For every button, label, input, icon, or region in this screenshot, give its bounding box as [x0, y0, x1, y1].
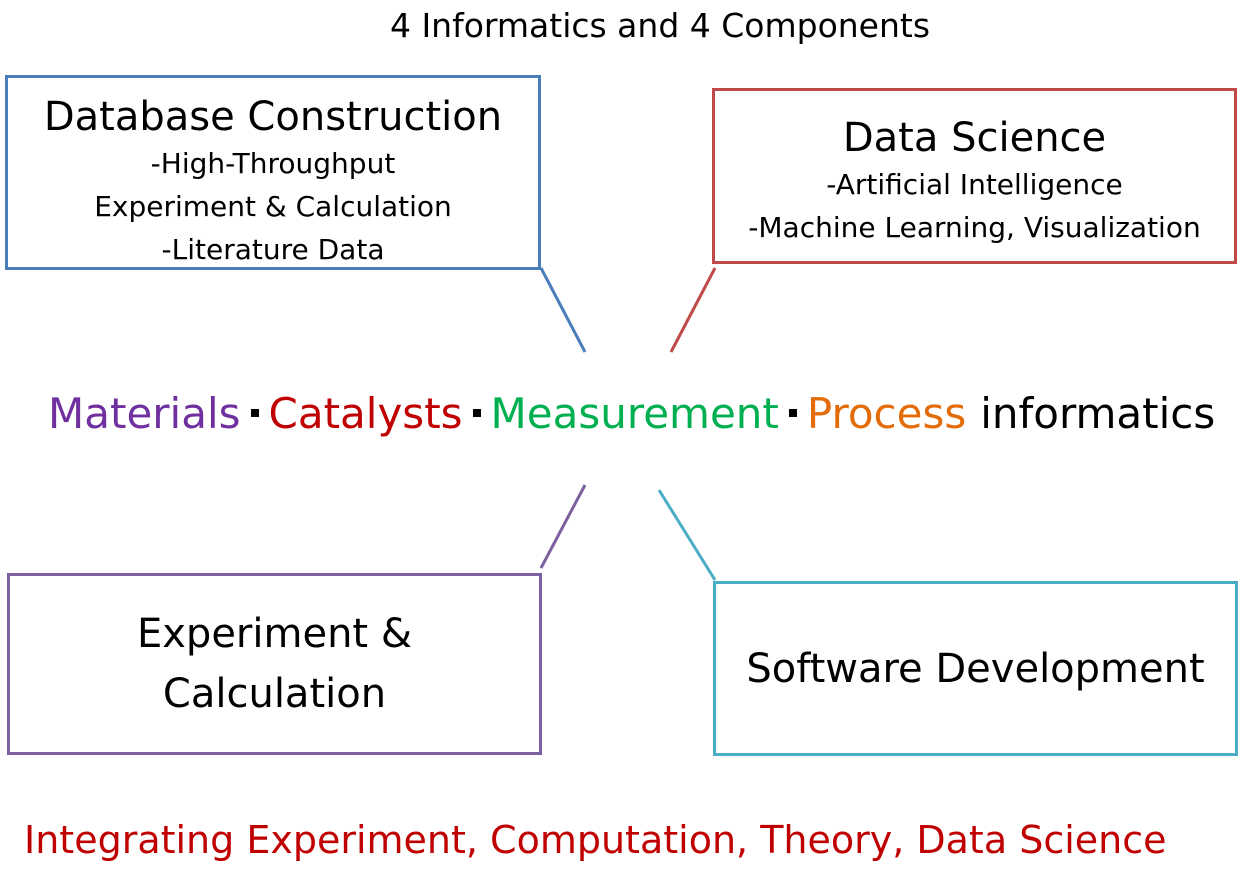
- database-construction-heading: Database Construction: [43, 94, 503, 140]
- software-development-heading: Software Development: [746, 645, 1205, 692]
- experiment-heading-line-2: Calculation: [162, 671, 387, 717]
- data-science-box: Data Science -Artificial Intelligence -M…: [712, 88, 1237, 264]
- measurement-label: Measurement: [490, 389, 779, 438]
- materials-label: Materials: [48, 389, 241, 438]
- informatics-line: Materials Catalysts Measurement Process info…: [48, 386, 1215, 442]
- database-line-high-throughput: -High-Throughput: [150, 147, 396, 180]
- database-construction-box: Database Construction -High-Throughput E…: [5, 75, 541, 270]
- experiment-calculation-box: Experiment & Calculation: [7, 573, 542, 755]
- database-line-literature: -Literature Data: [161, 233, 385, 266]
- data-science-heading: Data Science: [842, 115, 1107, 161]
- process-label: Process: [806, 389, 967, 438]
- separator-dot: [250, 408, 259, 417]
- database-line-experiment-calculation: Experiment & Calculation: [94, 190, 452, 223]
- data-science-line-ai: -Artificial Intelligence: [826, 168, 1123, 201]
- connector-experiment: [539, 484, 587, 569]
- connector-software: [657, 489, 717, 581]
- data-science-line-ml: -Machine Learning, Visualization: [748, 211, 1201, 244]
- footer-statement: Integrating Experiment, Computation, The…: [24, 818, 1167, 862]
- connector-data-science: [669, 267, 717, 353]
- software-development-box: Software Development: [713, 581, 1238, 756]
- informatics-suffix: informatics: [980, 389, 1216, 438]
- catalysts-label: Catalysts: [268, 389, 463, 438]
- connector-database: [539, 267, 587, 353]
- separator-dot: [788, 408, 797, 417]
- diagram-title: 4 Informatics and 4 Components: [389, 6, 931, 45]
- separator-dot: [472, 408, 481, 417]
- experiment-heading-line-1: Experiment &: [136, 611, 413, 657]
